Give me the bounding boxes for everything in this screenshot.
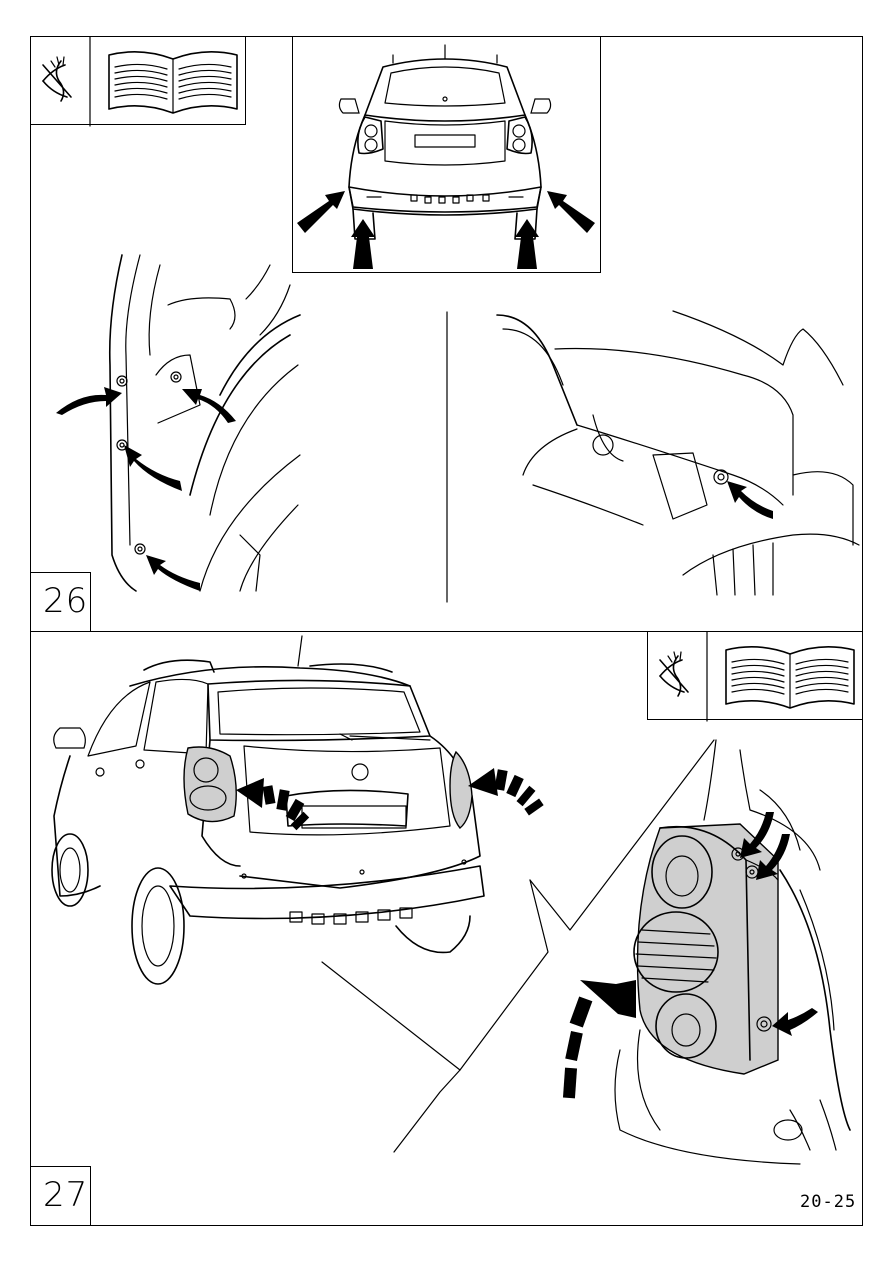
wheel-arch-screws-illustration (40, 255, 340, 595)
detail-divider (445, 312, 449, 612)
step-27-number-box: 27 (30, 1166, 91, 1226)
mudflap-screw-illustration (493, 305, 863, 595)
page-number: 20-25 (800, 1192, 856, 1212)
step-27-icon-svg (648, 632, 864, 721)
step-27-icon-box (647, 631, 863, 720)
open-book-icon (109, 52, 237, 113)
step-26-icon-svg (31, 37, 247, 126)
arrow-icon (297, 191, 595, 269)
step-number: 26 (43, 581, 88, 621)
step-26-number-box: 26 (30, 572, 91, 632)
step-26-icon-box (30, 36, 246, 125)
rear-view-car-illustration (293, 37, 602, 274)
eye-icon (43, 57, 71, 101)
step-number: 27 (43, 1175, 88, 1215)
open-book-icon (726, 647, 854, 708)
rear-view-car-frame (292, 36, 601, 273)
tail-light-screws-illustration (560, 730, 860, 1170)
eye-icon (660, 652, 688, 696)
